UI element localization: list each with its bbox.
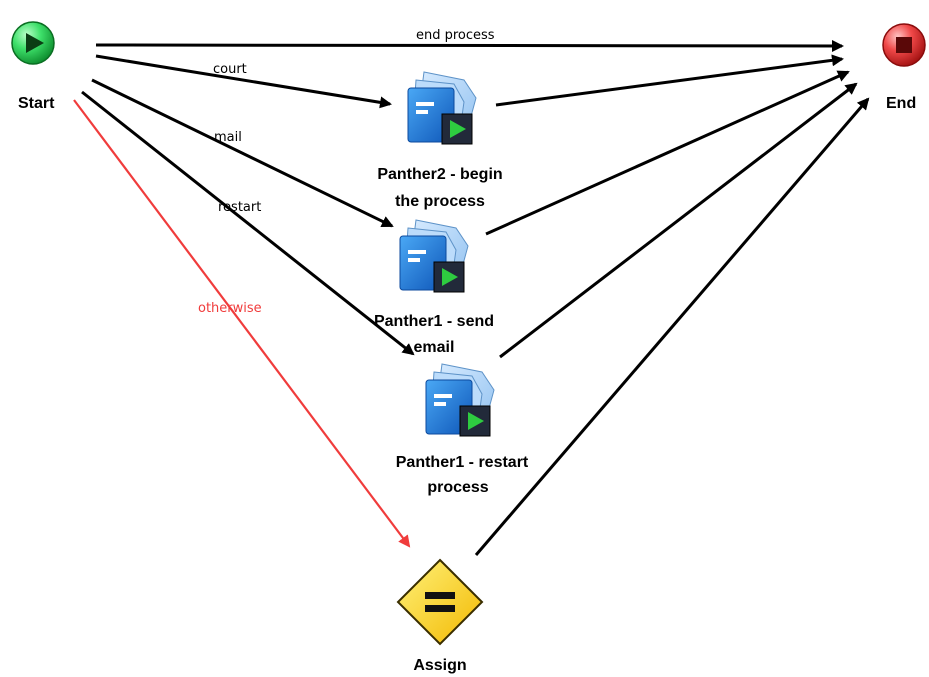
- task-restart-process[interactable]: Panther1 - restart process: [396, 363, 529, 496]
- task-send-email[interactable]: Panther1 - send email: [374, 219, 494, 356]
- task-restart-label-line1: Panther1 - restart: [396, 454, 529, 471]
- edge-label-court: court: [213, 62, 247, 77]
- edge-label-restart: restart: [218, 200, 261, 215]
- start-label: Start: [18, 95, 55, 112]
- task-begin-label-line2: the process: [395, 193, 485, 210]
- end-label: End: [886, 95, 916, 112]
- edge-start-task-email[interactable]: [91, 78, 394, 228]
- assign-node[interactable]: Assign: [396, 558, 484, 674]
- task-begin-label-line1: Panther2 - begin: [377, 166, 502, 183]
- end-node[interactable]: End: [882, 23, 926, 112]
- task-email-label-line2: email: [414, 339, 455, 356]
- subprocess-icon: [425, 363, 495, 437]
- assign-diamond-icon: [396, 558, 484, 646]
- edge-assign-end[interactable]: [474, 97, 870, 556]
- edge-label-end-process: end process: [416, 28, 495, 43]
- task-restart-label-line2: process: [427, 479, 488, 496]
- edge-label-mail: mail: [214, 130, 242, 145]
- assign-label: Assign: [413, 657, 466, 674]
- task-email-label-line1: Panther1 - send: [374, 313, 494, 330]
- edge-start-end[interactable]: [95, 39, 844, 52]
- start-node[interactable]: Start: [11, 21, 55, 112]
- task-begin-process[interactable]: Panther2 - begin the process: [377, 71, 503, 210]
- edge-task-begin-end[interactable]: [495, 54, 844, 107]
- edge-start-task-begin[interactable]: [95, 54, 392, 109]
- edge-task-restart-end[interactable]: [499, 82, 858, 359]
- subprocess-icon: [399, 219, 469, 293]
- edge-task-email-end[interactable]: [485, 70, 850, 236]
- edge-labels: end process court mail restart otherwise: [198, 28, 495, 316]
- edge-start-assign-otherwise[interactable]: [73, 99, 411, 548]
- edges: [73, 39, 870, 556]
- edge-label-otherwise: otherwise: [198, 301, 262, 316]
- subprocess-icon: [407, 71, 477, 145]
- start-event-icon: [11, 21, 55, 65]
- end-event-icon: [882, 23, 926, 67]
- edge-start-task-restart[interactable]: [81, 90, 415, 356]
